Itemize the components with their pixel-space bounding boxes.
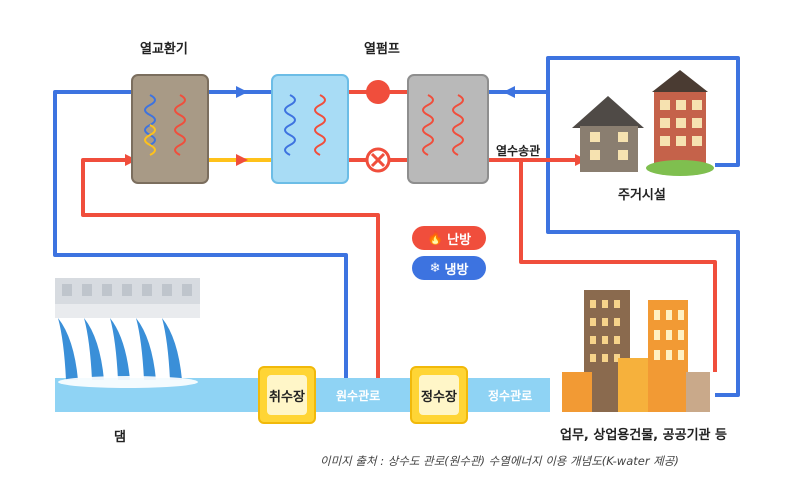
cooling-legend: ❄ 냉방	[412, 256, 486, 280]
compressor-icon	[366, 80, 390, 104]
purified-water-pipe-label: 정수관로	[488, 389, 533, 403]
heat-pump-condenser	[407, 74, 489, 184]
residential-label: 주거시설	[618, 188, 666, 203]
expansion-valve-icon	[365, 147, 391, 173]
heat-exchanger-label: 열교환기	[140, 42, 188, 57]
dam-label: 댐	[114, 430, 126, 445]
snowflake-icon: ❄	[429, 260, 441, 276]
cooling-legend-label: 냉방	[444, 262, 469, 278]
image-caption: 이미지 출처 : 상수도 관로(원수관) 수열에너지 이용 개념도(K-wate…	[320, 454, 679, 468]
intake-station: 취수장	[258, 366, 316, 424]
heat-transport-label: 열수송관	[496, 144, 541, 158]
purification-station: 정수장	[410, 366, 468, 424]
flame-icon: 🔥	[426, 230, 444, 246]
residential-buildings-icon	[572, 70, 714, 176]
heat-pump-label: 열펌프	[364, 42, 400, 57]
heat-exchanger-unit	[131, 74, 209, 184]
heating-legend: 🔥 난방	[412, 226, 486, 250]
heat-pump-evaporator	[271, 74, 349, 184]
purification-label: 정수장	[419, 375, 459, 415]
raw-water-pipe-label: 원수관로	[336, 389, 381, 403]
arrow-icon	[236, 154, 248, 166]
commercial-label: 업무, 상업용건물, 공공기관 등	[560, 428, 727, 443]
arrow-icon	[503, 86, 515, 98]
dam-icon	[55, 278, 200, 388]
arrow-icon	[236, 86, 248, 98]
intake-label: 취수장	[267, 375, 307, 415]
commercial-buildings-icon	[562, 290, 710, 412]
heating-legend-label: 난방	[447, 232, 472, 248]
